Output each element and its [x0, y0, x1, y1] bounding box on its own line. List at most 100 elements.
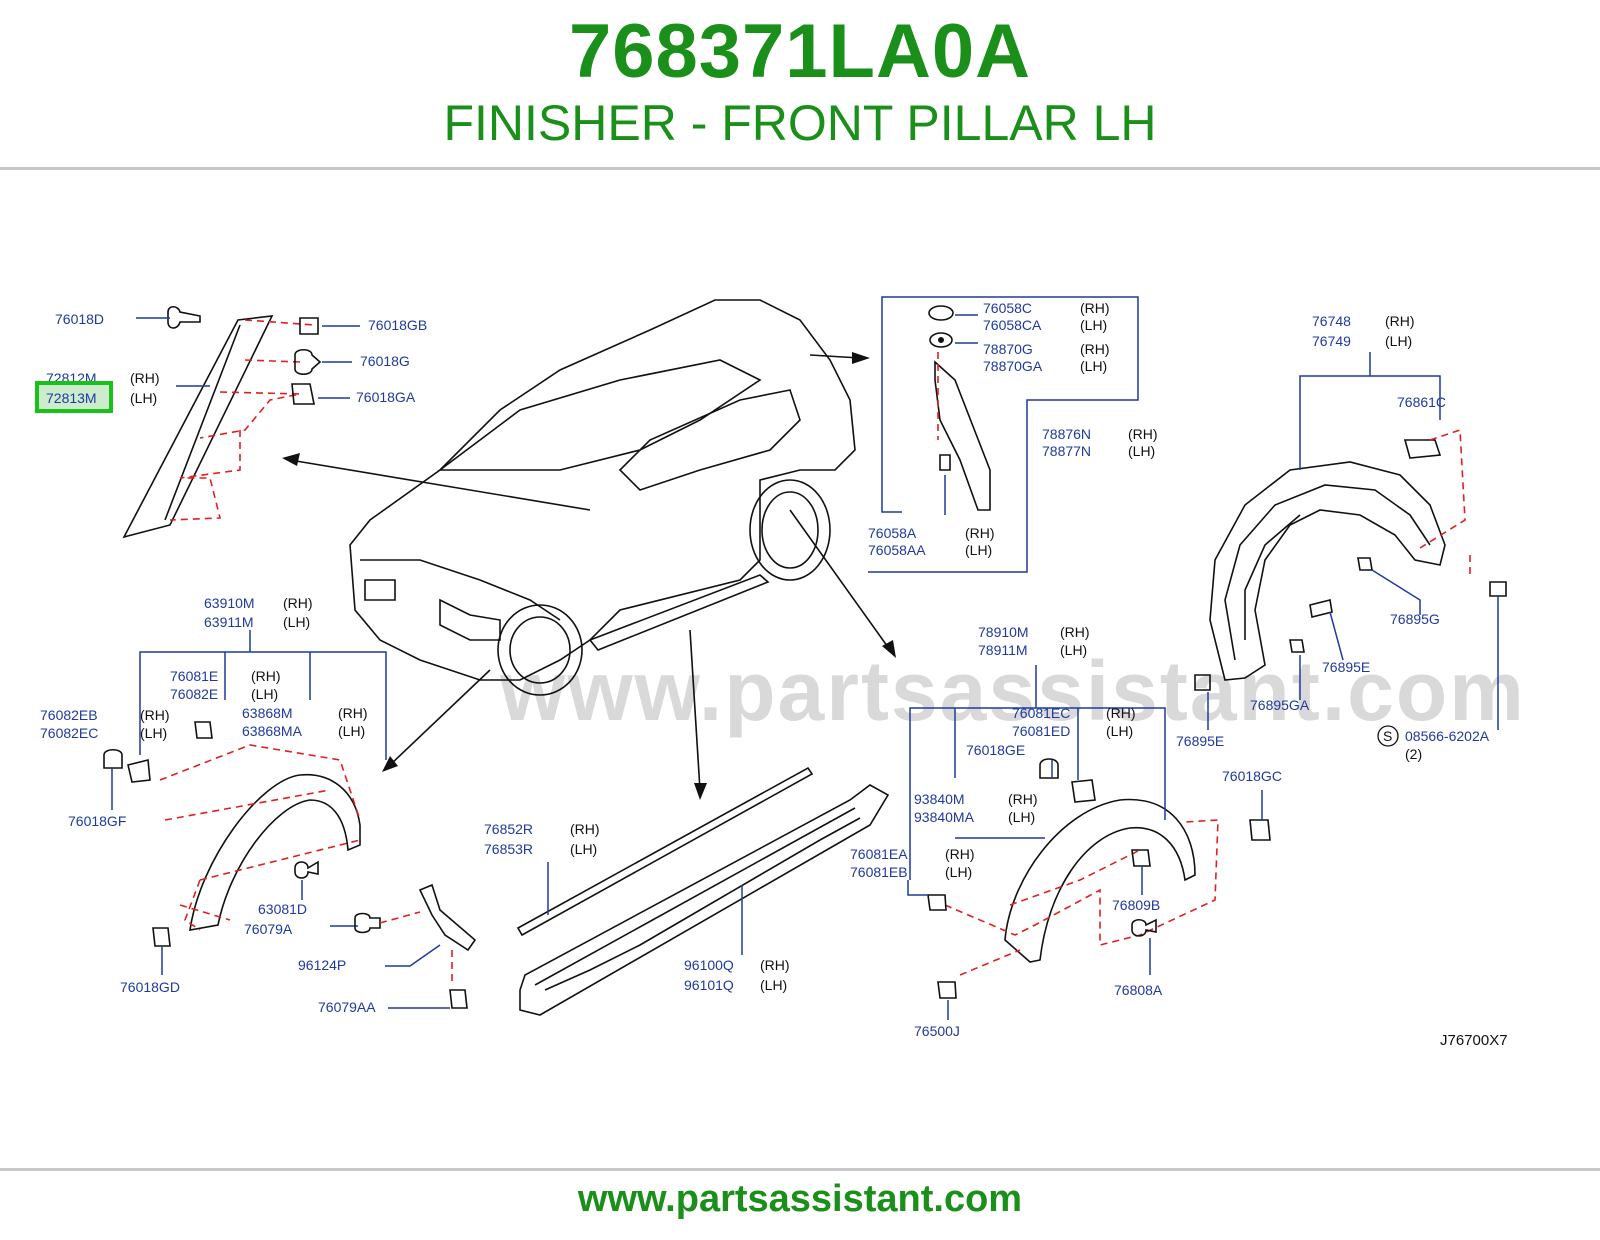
label-76749[interactable]: 76749 — [1312, 333, 1351, 349]
label-96100Q[interactable]: 96100Q — [684, 957, 734, 973]
side-lh-78911M: (LH) — [1060, 642, 1087, 658]
side-rh-76081EC: (RH) — [1106, 705, 1136, 721]
label-76748[interactable]: 76748 — [1312, 313, 1351, 329]
label-76082E[interactable]: 76082E — [170, 686, 218, 702]
label-76081E[interactable]: 76081E — [170, 668, 218, 684]
side-lh-76082EC: (LH) — [140, 725, 167, 741]
side-lh-76081EB: (LH) — [945, 864, 972, 880]
label-76861C[interactable]: 76861C — [1397, 394, 1446, 410]
label-76895G[interactable]: 76895G — [1390, 611, 1440, 627]
label-76058CA[interactable]: 76058CA — [983, 317, 1042, 333]
leader-lines-front-arch — [111, 630, 387, 975]
side-lh-96101Q: (LH) — [760, 977, 787, 993]
side-lh-78870GA: (LH) — [1080, 358, 1107, 374]
label-76852R[interactable]: 76852R — [484, 821, 533, 837]
label-76895E-right[interactable]: 76895E — [1322, 659, 1370, 675]
side-lh-72813M: (LH) — [130, 390, 157, 406]
side-rh-76082EB: (RH) — [140, 707, 170, 723]
label-76079A[interactable]: 76079A — [244, 921, 293, 937]
highlight-box — [35, 381, 113, 413]
label-76018GC[interactable]: 76018GC — [1222, 768, 1282, 784]
leader-lines-pillar — [136, 317, 360, 399]
label-72813M[interactable]: 72813M — [46, 390, 97, 406]
label-63910M[interactable]: 63910M — [204, 595, 255, 611]
label-76058AA[interactable]: 76058AA — [868, 542, 926, 558]
side-lh-63868MA: (LH) — [338, 723, 365, 739]
label-76018GE[interactable]: 76018GE — [966, 742, 1025, 758]
side-lh-76058CA: (LH) — [1080, 317, 1107, 333]
side-rh-93840M: (RH) — [1008, 791, 1038, 807]
footer-website-link[interactable]: www.partsassistant.com — [577, 1178, 1023, 1220]
label-63868MA[interactable]: 63868MA — [242, 723, 303, 739]
side-lh-63911M: (LH) — [283, 614, 310, 630]
label-76081EA[interactable]: 76081EA — [850, 846, 908, 862]
label-78870GA[interactable]: 78870GA — [983, 358, 1043, 374]
watermark-text: www.partsassistant.com — [499, 644, 1526, 738]
footer-divider — [0, 1168, 1600, 1171]
side-lh-76853R: (LH) — [570, 841, 597, 857]
label-76018GB[interactable]: 76018GB — [368, 317, 427, 333]
side-rh-76081E: (RH) — [251, 668, 281, 684]
side-rh-96100Q: (RH) — [760, 957, 790, 973]
label-63911M[interactable]: 63911M — [204, 614, 254, 630]
side-lh-93840MA: (LH) — [1008, 809, 1035, 825]
side-rh-76058C: (RH) — [1080, 300, 1110, 316]
side-rh-76852R: (RH) — [570, 821, 600, 837]
label-96124P[interactable]: 96124P — [298, 957, 346, 973]
label-76082EB[interactable]: 76082EB — [40, 707, 98, 723]
label-63868M[interactable]: 63868M — [242, 705, 293, 721]
label-76018GF[interactable]: 76018GF — [68, 813, 126, 829]
label-76809B[interactable]: 76809B — [1112, 897, 1160, 913]
side-rh-76748: (RH) — [1385, 313, 1415, 329]
label-96101Q[interactable]: 96101Q — [684, 977, 734, 993]
side-lh-78877N: (LH) — [1128, 443, 1155, 459]
standard-part-symbol — [1377, 725, 1399, 747]
label-08566-6202A[interactable]: 08566-6202A — [1405, 728, 1490, 744]
drawing-code: J76700X7 — [1440, 1032, 1508, 1049]
running-board-group — [516, 766, 890, 1016]
label-76081EB[interactable]: 76081EB — [850, 864, 908, 880]
vehicle-illustration — [349, 299, 856, 696]
side-rh-78910M: (RH) — [1060, 624, 1090, 640]
label-76853R[interactable]: 76853R — [484, 841, 533, 857]
side-lh-76749: (LH) — [1385, 333, 1412, 349]
label-78870G[interactable]: 78870G — [983, 341, 1033, 357]
label-63081D[interactable]: 63081D — [258, 901, 307, 917]
side-rh-72812M: (RH) — [130, 370, 160, 386]
label-78877N[interactable]: 78877N — [1042, 443, 1091, 459]
label-76081EC[interactable]: 76081EC — [1012, 705, 1070, 721]
callout-arrows — [282, 352, 896, 800]
label-78876N[interactable]: 78876N — [1042, 426, 1091, 442]
side-rh-76081EA: (RH) — [945, 846, 975, 862]
side-lh-76081ED: (LH) — [1106, 723, 1133, 739]
part-number-title: 768371LA0A — [568, 9, 1032, 94]
side-rh-63910M: (RH) — [283, 595, 313, 611]
label-76500J[interactable]: 76500J — [914, 1023, 960, 1039]
label-76058C[interactable]: 76058C — [983, 300, 1032, 316]
side-lh-76082E: (LH) — [251, 686, 278, 702]
quantity-08566-6202A: (2) — [1405, 746, 1422, 762]
side-rh-78876N: (RH) — [1128, 426, 1158, 442]
step-bracket-group — [354, 883, 477, 1009]
rear-wheel-liner-group — [1194, 428, 1507, 691]
leader-lines-running-board — [547, 862, 743, 955]
label-76808A[interactable]: 76808A — [1114, 982, 1163, 998]
label-76079AA[interactable]: 76079AA — [318, 999, 376, 1015]
leader-lines-rear-arch — [907, 665, 1263, 1020]
label-76018GD[interactable]: 76018GD — [120, 979, 180, 995]
label-76018GA[interactable]: 76018GA — [356, 389, 416, 405]
label-76018D[interactable]: 76018D — [55, 311, 104, 327]
side-rh-76058A: (RH) — [965, 525, 995, 541]
label-76058A[interactable]: 76058A — [868, 525, 917, 541]
label-93840MA[interactable]: 93840MA — [914, 809, 975, 825]
label-76018G[interactable]: 76018G — [360, 353, 410, 369]
label-76082EC[interactable]: 76082EC — [40, 725, 98, 741]
side-lh-76058AA: (LH) — [965, 542, 992, 558]
label-78910M[interactable]: 78910M — [978, 624, 1029, 640]
label-76081ED[interactable]: 76081ED — [1012, 723, 1070, 739]
label-76895E-left[interactable]: 76895E — [1176, 733, 1224, 749]
label-93840M[interactable]: 93840M — [914, 791, 965, 807]
label-76895GA[interactable]: 76895GA — [1250, 697, 1310, 713]
label-78911M[interactable]: 78911M — [978, 642, 1028, 658]
